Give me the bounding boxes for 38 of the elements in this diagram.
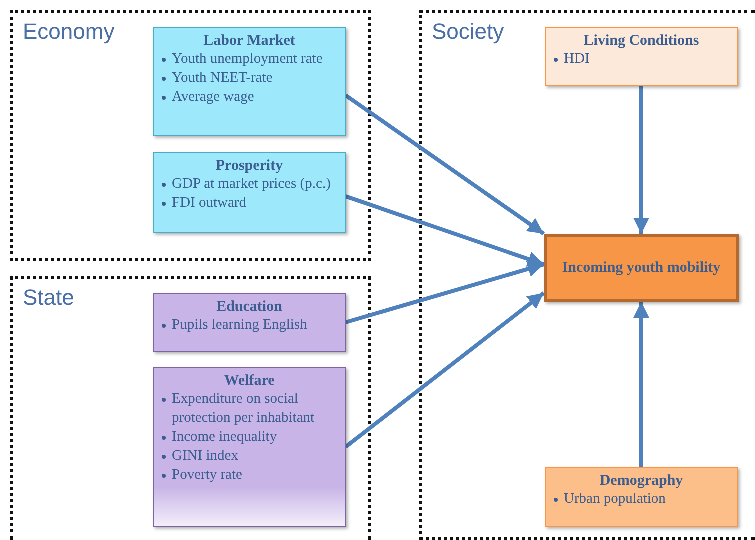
group-title: State [23,285,74,311]
arrow [344,292,546,449]
factor-box [545,27,738,86]
group-title: Society [432,19,504,45]
bullet-item: Average wage [172,88,254,107]
box-heading: Welfare [223,372,276,390]
bullet-item: Youth unemployment rate [172,50,323,69]
outcome-box [544,234,739,302]
arrow [345,261,545,324]
dotted-group-frame [10,276,371,540]
bullet-item: GINI index [172,447,238,466]
box-heading: Living Conditions [582,32,700,50]
box-heading: Labor Market [202,32,296,50]
arrow [344,94,546,236]
factor-box [153,367,346,527]
bullet-item: HDI [564,50,590,69]
factor-box [153,293,346,352]
bullet-item: Youth NEET-rate [172,69,273,88]
arrow [634,86,650,234]
dotted-group-frame [10,10,371,261]
box-heading: Education [216,298,284,316]
factor-box [153,152,346,233]
factor-box [545,467,738,527]
arrow [634,302,650,467]
bullet-item: Income inequality [172,428,278,447]
arrow [345,194,545,267]
factor-box [153,27,346,136]
box-heading: Demography [598,472,684,490]
bullet-item: Pupils learning English [172,316,308,335]
box-heading: Prosperity [214,157,284,175]
box-heading: Incoming youth mobility [562,259,721,278]
bullet-item: FDI outward [172,194,247,213]
bullet-item: GDP at market prices (p.c.) [172,175,331,194]
bullet-item: Poverty rate [172,466,242,485]
bullet-item: Expenditure on social protection per inhabitant [172,390,316,428]
dotted-group-frame [419,10,755,540]
group-title: Economy [23,19,115,45]
bullet-item: Urban population [564,490,666,509]
